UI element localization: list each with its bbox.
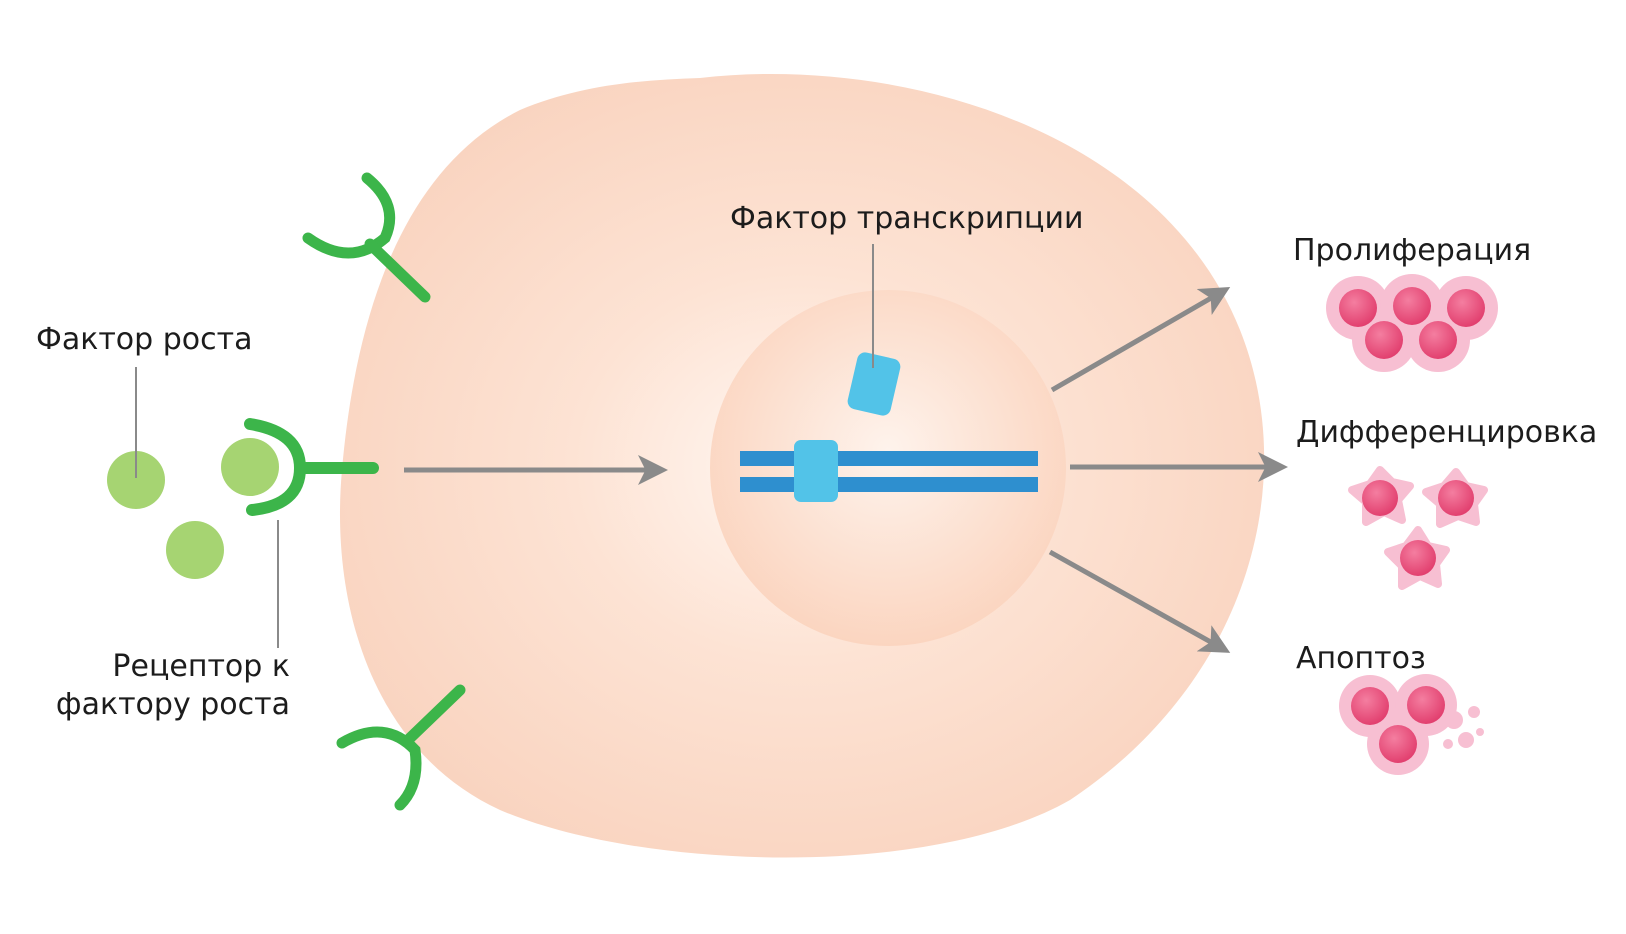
differentiation-cells <box>1348 466 1488 590</box>
arrow-to-proliferation <box>1050 286 1231 393</box>
growth-factor-ligand-bound <box>221 438 279 496</box>
receptor-bound <box>244 418 379 516</box>
proliferation-cells <box>1326 274 1498 372</box>
nucleus <box>710 290 1066 646</box>
receptor-bottom <box>336 684 466 811</box>
label-transcription-factor: Фактор транскрипции <box>730 201 1084 236</box>
dna-bound-transcription-factor <box>794 440 838 502</box>
growth-factor-ligand-1 <box>107 451 165 509</box>
label-growth-factor-receptor: Рецептор к фактору роста <box>50 648 290 724</box>
label-growth-factor: Фактор роста <box>36 322 253 357</box>
label-differentiation: Дифференцировка <box>1296 415 1598 450</box>
label-receptor-line1: Рецептор к <box>112 649 290 684</box>
dna-strand-bottom <box>740 477 1038 492</box>
apoptosis-cells <box>1339 674 1484 775</box>
label-proliferation: Пролиферация <box>1293 233 1532 268</box>
label-receptor-line2: фактору роста <box>55 687 290 722</box>
receptor-top <box>302 172 431 303</box>
dna-strand-top <box>740 451 1038 466</box>
transcription-factor-block <box>847 352 901 416</box>
arrow-to-apoptosis <box>1048 549 1231 653</box>
label-apoptosis: Апоптоз <box>1296 641 1426 676</box>
growth-factor-ligand-2 <box>166 521 224 579</box>
